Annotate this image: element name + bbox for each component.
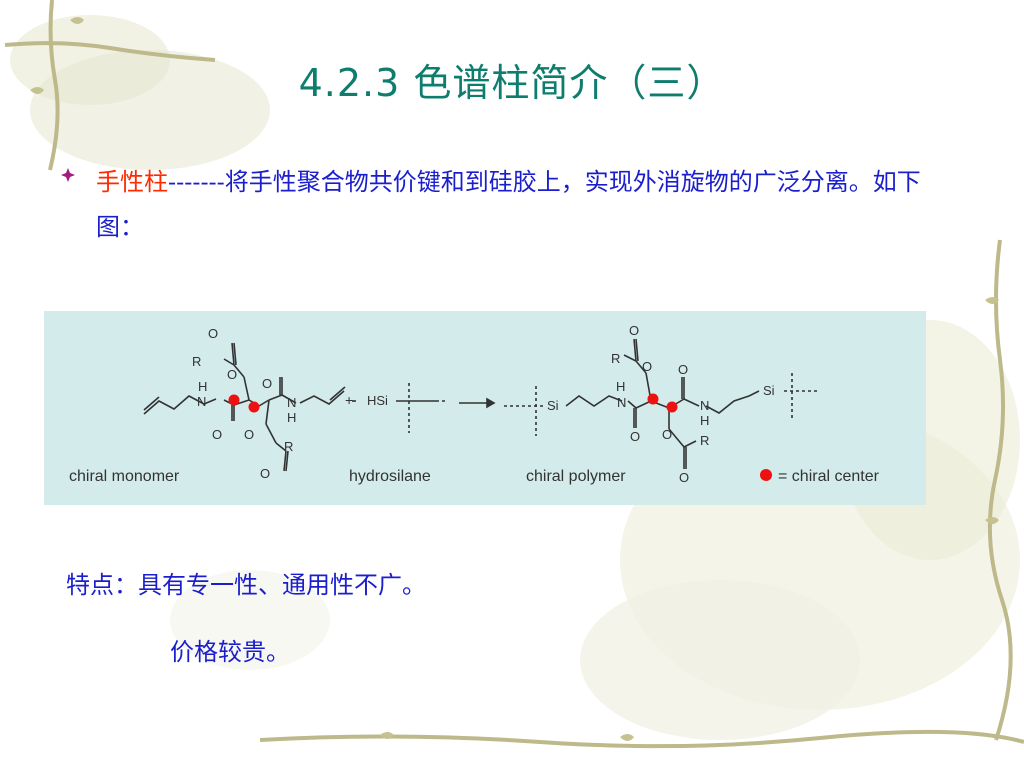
atom-o: O (208, 326, 218, 341)
bullet-dashes: ------- (168, 168, 225, 196)
atom-h: H (700, 413, 709, 428)
atom-h: H (287, 410, 296, 425)
reaction-arrow (459, 397, 496, 409)
chiral-polymer-structure (504, 338, 819, 469)
chiral-center-dot (228, 394, 240, 406)
atom-hsi: HSi (367, 393, 388, 408)
atom-h: H (616, 379, 625, 394)
features-text: 具有专一性、通用性不广。 (138, 571, 426, 599)
diamond-bullet-icon (61, 168, 75, 182)
atom-r: R (192, 354, 201, 369)
atom-o: O (678, 362, 688, 377)
features-line-2: 价格较贵。 (170, 638, 290, 666)
atom-o: O (227, 367, 237, 382)
bullet-item: 手性柱-------将手性聚合物共价键和到硅胶上，实现外消旋物的广泛分离。如下图… (60, 160, 960, 250)
atom-o: O (630, 429, 640, 444)
chiral-center-dot (248, 401, 260, 413)
slide-title: 4.2.3 色谱柱简介（三） (298, 61, 726, 105)
atom-n: N (287, 395, 296, 410)
atom-n: N (617, 395, 626, 410)
atom-o: O (244, 427, 254, 442)
atom-r: R (611, 351, 620, 366)
atom-n: N (700, 398, 709, 413)
features-label: 特点： (66, 571, 138, 599)
features-line: 特点：具有专一性、通用性不广。 (66, 570, 426, 600)
label-chiral-monomer: chiral monomer (69, 468, 180, 485)
atom-o: O (679, 470, 689, 485)
atom-si: Si (763, 383, 775, 398)
legend-chiral-center-label: = chiral center (778, 468, 880, 485)
chiral-center-dot (666, 401, 678, 413)
atom-o: O (642, 359, 652, 374)
chiral-center-dot (647, 393, 659, 405)
bullet-text: 手性柱-------将手性聚合物共价键和到硅胶上，实现外消旋物的广泛分离。如下图… (96, 160, 960, 250)
atom-n: N (197, 394, 206, 409)
legend-chiral-center-dot (760, 469, 772, 481)
chemistry-figure: O R O H N O O O N H R O + HSi (44, 311, 926, 505)
bullet-description: 将手性聚合物共价键和到硅胶上，实现外消旋物的广泛分离。如下图： (96, 168, 921, 241)
bullet-term: 手性柱 (96, 168, 168, 196)
atom-h: H (198, 379, 207, 394)
atom-si: Si (547, 398, 559, 413)
label-chiral-polymer: chiral polymer (526, 468, 626, 485)
atom-o: O (262, 376, 272, 391)
atom-r: R (700, 433, 709, 448)
label-hydrosilane: hydrosilane (349, 468, 431, 485)
atom-r: R (284, 439, 293, 454)
atom-o: O (260, 466, 270, 481)
atom-o: O (662, 427, 672, 442)
hydrosilane-structure (396, 383, 446, 433)
atom-o: O (629, 323, 639, 338)
plus-sign: + (345, 392, 353, 408)
atom-o: O (212, 427, 222, 442)
